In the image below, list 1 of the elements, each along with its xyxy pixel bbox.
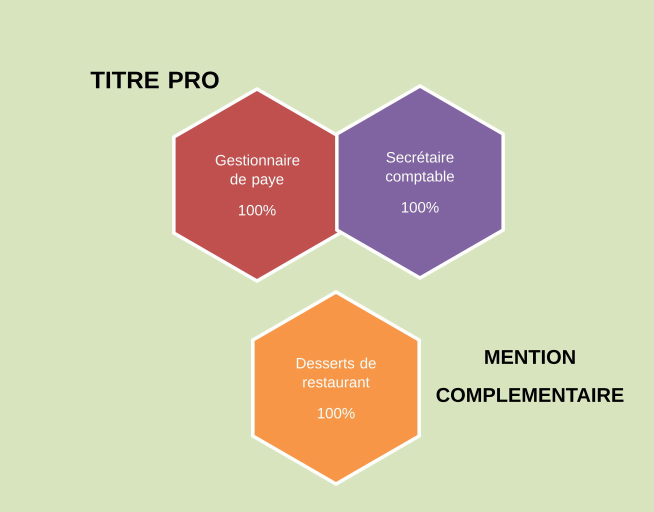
heading: TITRE PRO [90, 72, 219, 88]
